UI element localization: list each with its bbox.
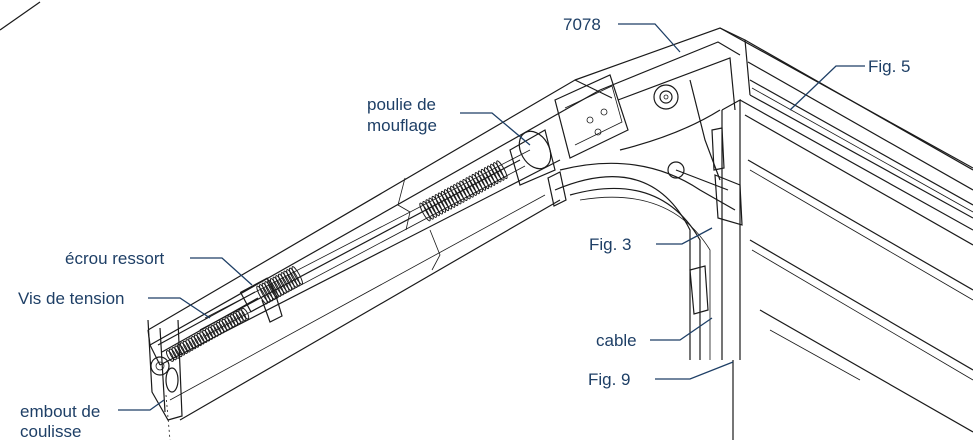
leader-poulie — [460, 112, 531, 146]
spring-coil — [450, 185, 462, 205]
label-embout-line1: embout de — [20, 402, 100, 421]
label-fig5: Fig. 5 — [868, 57, 911, 76]
spring-coil — [440, 190, 453, 210]
label-embout-line2: coulisse — [20, 422, 81, 441]
spring-coil — [174, 345, 183, 358]
label-fig3: Fig. 3 — [589, 235, 632, 254]
spring-coil — [179, 342, 188, 354]
spring-coil — [168, 348, 177, 361]
pulley-bracket — [509, 74, 629, 186]
spring-coil — [191, 336, 200, 348]
leader-fig3 — [656, 227, 713, 245]
spring-coil — [227, 315, 236, 328]
leader-cable — [650, 317, 713, 341]
label-ecrou-ressort: écrou ressort — [65, 249, 164, 268]
door-panel — [721, 98, 973, 440]
spring-coil — [235, 310, 244, 323]
spring-coil — [437, 192, 450, 212]
spring-coil — [171, 347, 180, 359]
curved-track — [547, 162, 736, 360]
spring-coil — [453, 184, 465, 203]
leader-lines — [118, 23, 865, 411]
track-end-cap — [147, 319, 183, 441]
label-7078: 7078 — [563, 15, 601, 34]
angle-bracket-7078 — [574, 27, 751, 226]
spring-coil — [196, 332, 205, 345]
spring-coil — [230, 314, 239, 326]
spring-coil — [193, 334, 202, 347]
top-rail — [719, 27, 973, 219]
leader-7078 — [618, 23, 681, 53]
label-vis-de-tension: Vis de tension — [18, 289, 124, 308]
label-cable: cable — [596, 331, 637, 350]
spring-coil — [419, 202, 431, 222]
leader-ecrou — [190, 257, 253, 286]
spring-coil — [185, 339, 194, 351]
corner-stroke — [0, 1, 41, 31]
label-poulie-line2: mouflage — [367, 116, 437, 135]
spring-coil — [188, 337, 197, 350]
spring-coil — [443, 189, 456, 208]
label-fig9: Fig. 9 — [588, 370, 631, 389]
spring-coil — [165, 350, 175, 362]
spring-coil — [456, 182, 468, 202]
spring-coil — [428, 197, 440, 217]
leader-fig5 — [789, 65, 865, 111]
spring-coil — [232, 312, 241, 325]
spring-coil — [462, 178, 474, 198]
label-poulie-line1: poulie de — [367, 95, 436, 114]
spring-coil — [224, 317, 233, 329]
tension-spring — [165, 266, 304, 362]
leader-vis — [148, 297, 211, 319]
tension-spring-rear — [419, 160, 508, 222]
spring-coil — [241, 307, 250, 320]
leader-fig9 — [655, 361, 734, 380]
spring-coil — [459, 180, 471, 200]
spring-coil — [425, 199, 437, 218]
spring-coil — [447, 187, 459, 207]
callout-labels: 7078 Fig. 5 poulie de mouflage écrou res… — [18, 15, 911, 441]
cable-line — [199, 159, 521, 331]
spring-coil — [431, 195, 443, 215]
spring-coil — [422, 200, 434, 220]
leader-embout — [118, 399, 165, 411]
spring-coil — [182, 340, 191, 353]
spring-coil — [434, 194, 447, 213]
tension-screw — [157, 277, 283, 353]
spring-coil — [238, 309, 247, 321]
